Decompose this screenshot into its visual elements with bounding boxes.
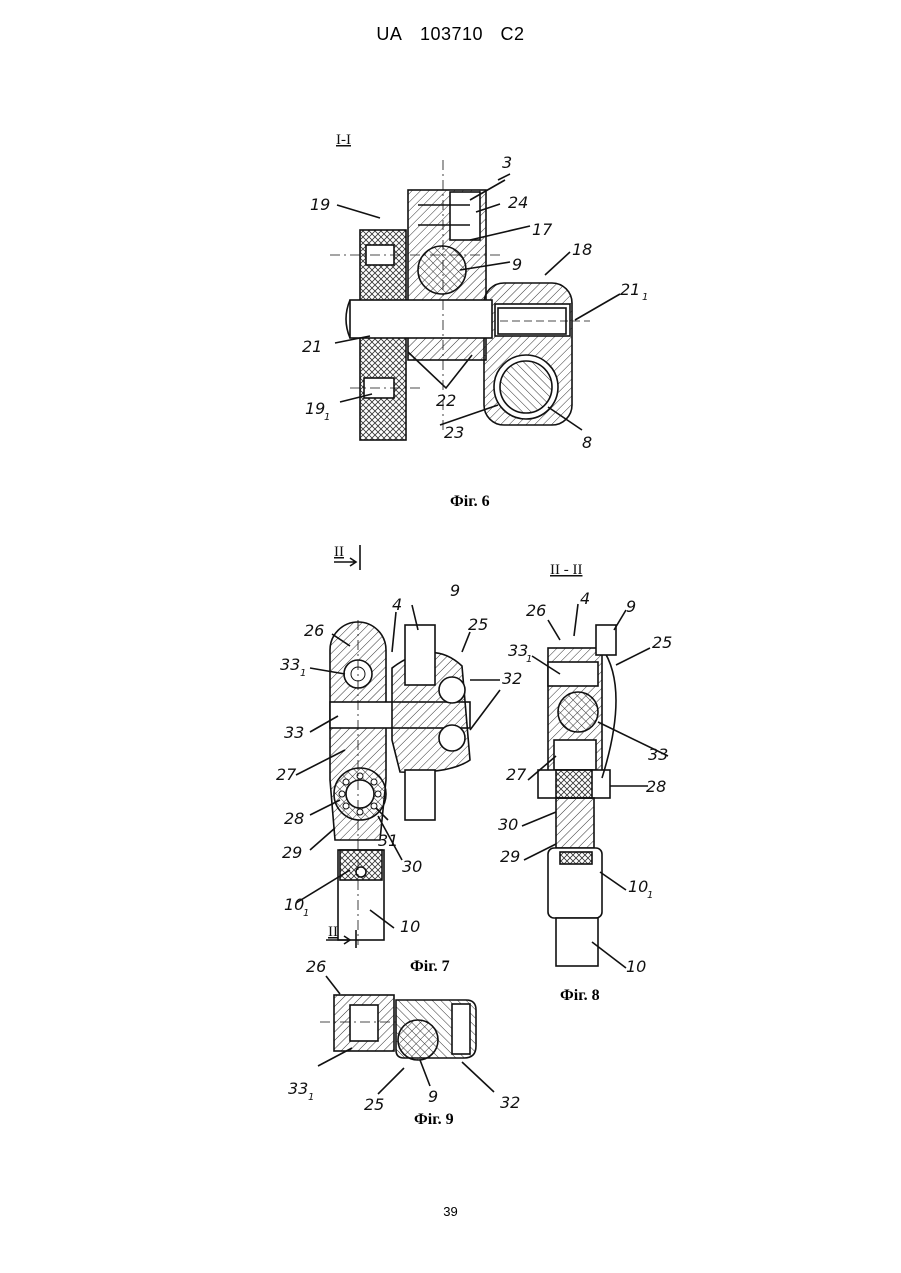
fig6-label-19-1-sub: 1	[324, 412, 330, 423]
fig8-label-27: 27	[506, 765, 527, 784]
fig6-label-21: 21	[302, 337, 322, 356]
fig7-section-label-top: II	[334, 544, 344, 560]
fig6-label-18: 18	[572, 240, 592, 259]
fig8-label-30: 30	[498, 815, 518, 834]
fig9-label-9: 9	[428, 1087, 438, 1106]
fig9-parts	[318, 976, 494, 1094]
fig7-label-30: 30	[402, 857, 422, 876]
fig7-label-10-1-sub: 1	[303, 908, 309, 919]
fig6-label-23: 23	[444, 423, 464, 442]
fig6-parts	[330, 160, 620, 440]
fig7-label-4: 4	[392, 595, 402, 614]
fig8-label-4: 4	[580, 589, 590, 608]
fig7-label-25: 25	[468, 615, 488, 634]
fig9-label-26: 26	[306, 957, 326, 976]
fig8-label-26: 26	[526, 601, 546, 620]
fig6-label-19-1: 19	[305, 399, 325, 418]
fig9-caption: Фіг. 9	[414, 1111, 454, 1129]
fig7-label-26: 26	[304, 621, 324, 640]
fig7-label-10-1: 10	[284, 895, 304, 914]
fig6-label-9: 9	[512, 255, 522, 274]
fig6-label-21-1-sub: 1	[642, 292, 648, 303]
fig7-label-33: 33	[284, 723, 304, 742]
fig6-label-19: 19	[310, 195, 330, 214]
fig9-label-25: 25	[364, 1095, 384, 1114]
fig6-label-8: 8	[582, 433, 592, 452]
fig8-section-label: II - II	[550, 562, 582, 578]
fig7-caption: Фіг. 7	[410, 958, 450, 976]
fig8-label-29: 29	[500, 847, 520, 866]
page-number: 39	[0, 1204, 901, 1219]
fig9-label-32: 32	[500, 1093, 520, 1112]
fig8-caption: Фіг. 8	[560, 987, 600, 1005]
fig8-label-9: 9	[626, 597, 636, 616]
fig7-label-32: 32	[502, 669, 522, 688]
fig7-label-33-1: 33	[280, 655, 300, 674]
fig9-label-33-1: 33	[288, 1079, 308, 1098]
fig6-label-3: 3	[502, 153, 512, 172]
fig6-caption: Фіг. 6	[450, 493, 490, 511]
fig8-label-10: 10	[626, 957, 646, 976]
fig8-label-33-1-sub: 1	[526, 654, 532, 665]
fig8-label-25: 25	[652, 633, 672, 652]
fig7-label-10: 10	[400, 917, 420, 936]
fig6-label-22: 22	[436, 391, 456, 410]
fig6-label-21-1: 21	[620, 280, 640, 299]
fig8-label-10-1-sub: 1	[647, 890, 653, 901]
fig7-label-9: 9	[450, 581, 460, 600]
fig6-section-label: I-I	[336, 132, 351, 148]
fig7-label-27: 27	[276, 765, 297, 784]
fig7-label-31: 31	[378, 831, 398, 850]
fig6-label-24: 24	[508, 193, 528, 212]
fig8-label-10-1: 10	[628, 877, 648, 896]
fig7-label-29: 29	[282, 843, 302, 862]
fig8-label-33: 33	[648, 745, 668, 764]
fig7-section-label-bottom: II	[328, 924, 338, 940]
fig8-label-28: 28	[646, 777, 666, 796]
fig6-label-17: 17	[532, 220, 553, 239]
fig7-label-33-1-sub: 1	[300, 668, 306, 679]
fig9-label-33-1-sub: 1	[308, 1092, 314, 1103]
fig7-label-28: 28	[284, 809, 304, 828]
